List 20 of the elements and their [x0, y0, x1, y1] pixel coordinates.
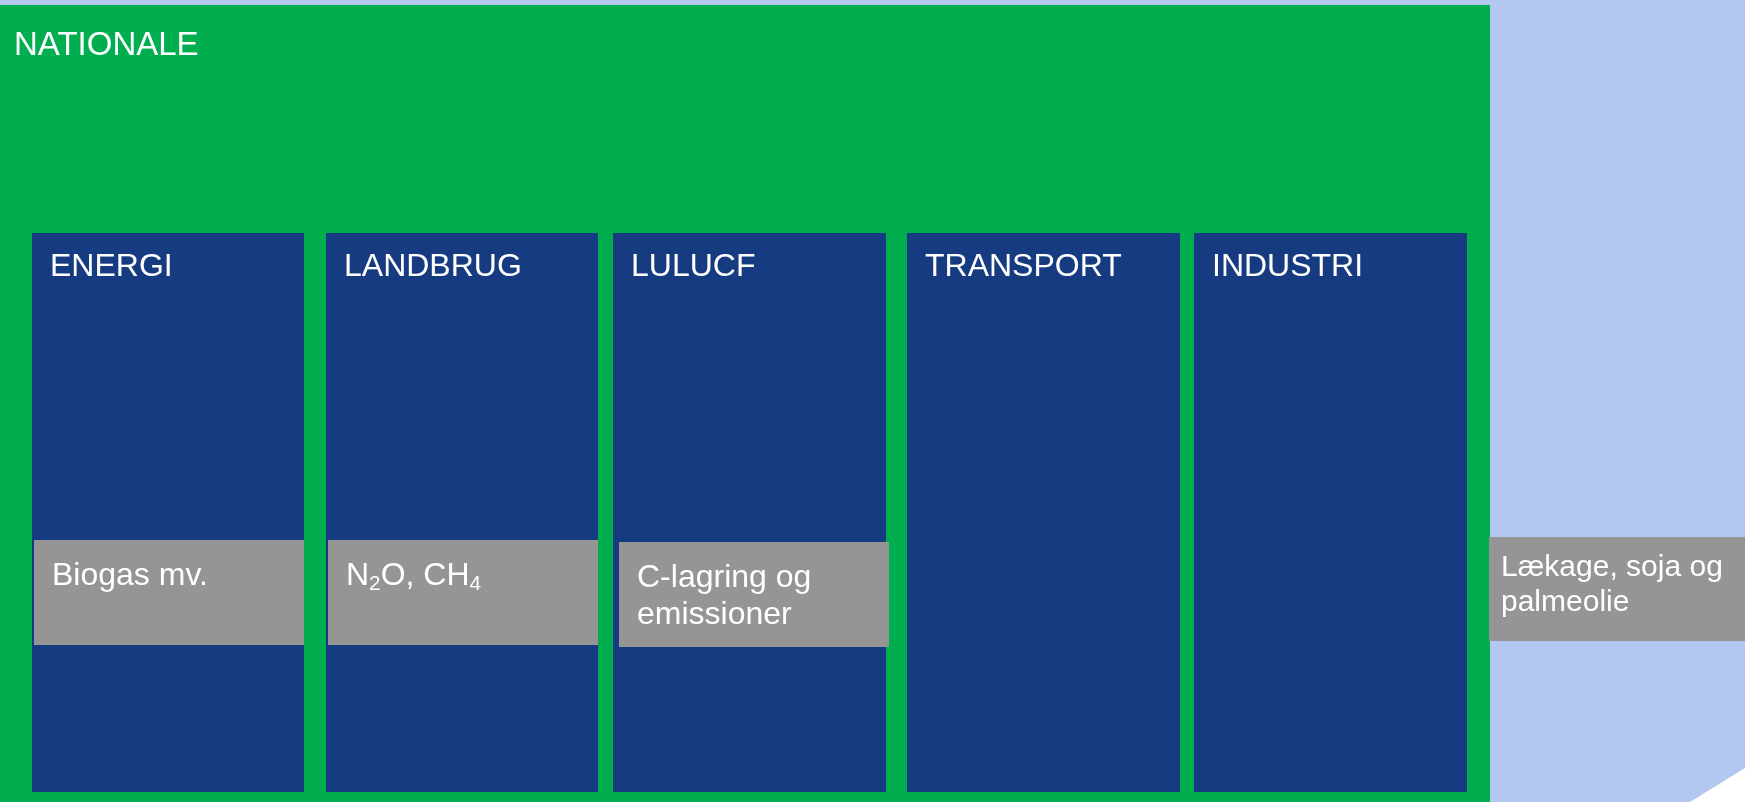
node-label: LULUCF — [631, 247, 757, 284]
node-label: NATIONALE — [14, 25, 200, 63]
node-label: Biogas mv. — [52, 556, 209, 593]
note-box — [619, 542, 889, 647]
region-panel — [0, 5, 1490, 802]
node-label: N$_{2}$O, CH$_{4}$ — [346, 556, 483, 593]
sector-column — [613, 233, 886, 792]
node-label: LANDBRUG — [344, 247, 523, 284]
sector-column — [326, 233, 598, 792]
note-box — [34, 540, 304, 645]
sector-column — [907, 233, 1180, 792]
sector-column — [1194, 233, 1467, 792]
node-label: Lækage, soja og palmeolie — [1501, 549, 1724, 618]
note-box — [328, 540, 598, 645]
node-label: ENERGI — [50, 247, 174, 284]
node-label: INDUSTRI — [1212, 247, 1365, 284]
note-box — [1489, 537, 1745, 641]
node-label: TRANSPORT — [925, 247, 1123, 284]
node-label: C-lagring og emissioner — [637, 558, 813, 632]
sector-column — [32, 233, 304, 792]
